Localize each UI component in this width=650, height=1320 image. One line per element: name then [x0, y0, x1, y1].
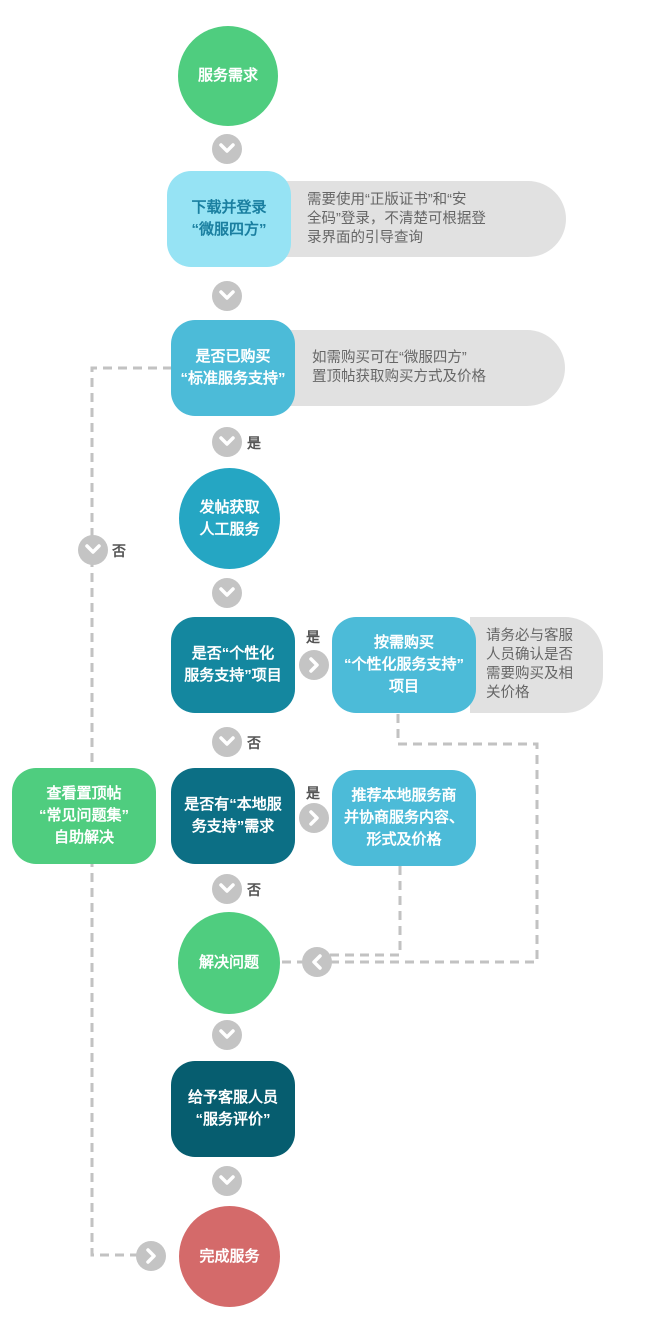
label-yes-purchased: 是 — [247, 435, 261, 451]
dashed-line-personalized-to-solve — [318, 714, 539, 964]
label-yes-personalized: 是 — [306, 629, 320, 645]
node-recommend-local: 推荐本地服务商 并协商服务内容、 形式及价格 — [332, 770, 476, 866]
label-no-personalized: 否 — [247, 735, 261, 751]
chevron-down-icon — [212, 1166, 242, 1196]
node-download-login: 下载并登录 “微服四方” — [167, 171, 291, 267]
chevron-left-icon — [302, 947, 332, 977]
chevron-down-icon — [212, 874, 242, 904]
chevron-right-icon — [299, 650, 329, 680]
chevron-down-icon — [212, 134, 242, 164]
dashed-line-not-purchased — [90, 366, 172, 1257]
label-yes-local: 是 — [306, 785, 320, 801]
node-post-manual: 发帖获取 人工服务 — [179, 468, 280, 569]
node-local-service: 是否有“本地服 务支持”需求 — [171, 768, 295, 864]
chevron-down-icon — [212, 1020, 242, 1050]
chevron-down-icon — [78, 535, 108, 565]
chevron-right-icon — [136, 1241, 166, 1271]
label-no-local: 否 — [247, 882, 261, 898]
note-personalized: 请务必与客服 人员确认是否 需要购买及相 关价格 — [470, 617, 603, 713]
node-complete-service: 完成服务 — [179, 1206, 280, 1307]
node-service-demand: 服务需求 — [178, 26, 278, 126]
node-solve-problem: 解决问题 — [178, 912, 280, 1014]
label-no-purchased: 否 — [112, 543, 126, 559]
chevron-down-icon — [212, 281, 242, 311]
chevron-down-icon — [212, 727, 242, 757]
node-purchased-standard: 是否已购买 “标准服务支持” — [171, 320, 295, 416]
node-buy-personalized: 按需购买 “个性化服务支持” 项目 — [332, 617, 476, 713]
note-purchase: 如需购买可在“微服四方” 置顶帖获取购买方式及价格 — [290, 330, 565, 406]
chevron-down-icon — [212, 578, 242, 608]
note-download-login: 需要使用“正版证书”和“安 全码”登录，不清楚可根据登 录界面的引导查询 — [285, 181, 566, 257]
node-personalized: 是否“个性化 服务支持”项目 — [171, 617, 295, 713]
node-faq-self: 查看置顶帖 “常见问题集” 自助解决 — [12, 768, 156, 864]
chevron-down-icon — [212, 427, 242, 457]
node-rate-service: 给予客服人员 “服务评价” — [171, 1061, 295, 1157]
chevron-right-icon — [299, 803, 329, 833]
dashed-line-local-to-solve — [330, 866, 402, 957]
